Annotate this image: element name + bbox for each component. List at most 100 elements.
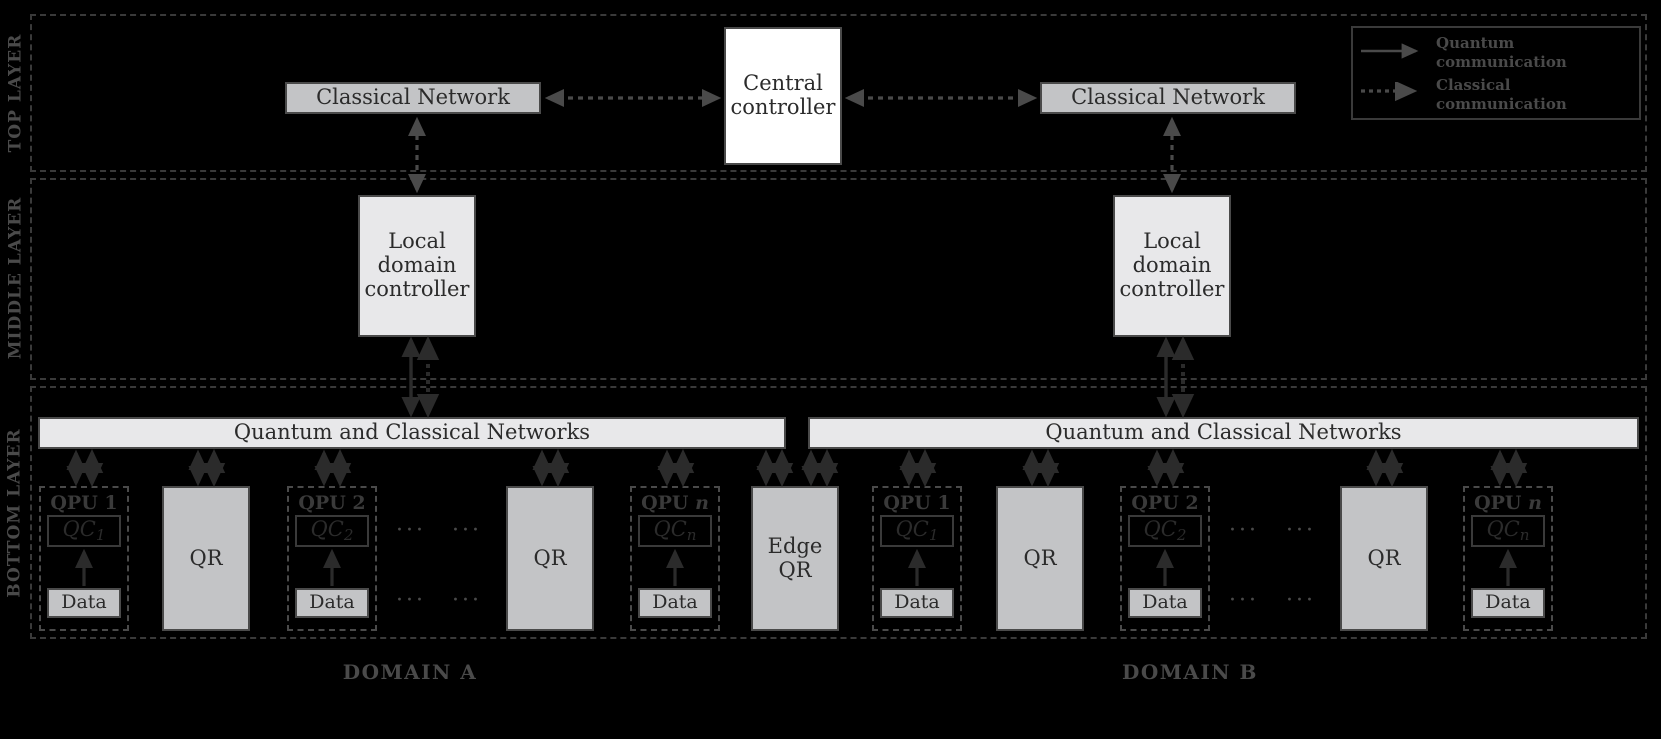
qr-box[interactable]: QR	[1340, 486, 1428, 631]
qr-box[interactable]: QR	[996, 486, 1084, 631]
network-bar-right[interactable]: Quantum and Classical Networks	[808, 417, 1639, 449]
ellipsis-lower: ···	[396, 588, 426, 613]
qc-box[interactable]: QC2	[1128, 515, 1202, 547]
qc-label: QCn	[653, 517, 697, 544]
qc-label: QC1	[63, 517, 106, 544]
ldc-left-line2: domain	[377, 253, 457, 278]
qc-label-text: QC	[1143, 517, 1177, 541]
qpu-title-index: 2	[352, 492, 366, 514]
qc-sub: 1	[95, 525, 106, 544]
data-box[interactable]: Data	[295, 588, 369, 618]
ldc-right-line1: Local	[1143, 229, 1201, 254]
qc-box[interactable]: QC2	[295, 515, 369, 547]
edge-qr-box[interactable]: Edge QR	[751, 486, 839, 631]
classical-network-left-box[interactable]: Classical Network	[285, 82, 541, 114]
data-label: Data	[61, 591, 107, 614]
data-box[interactable]: Data	[47, 588, 121, 618]
data-box[interactable]: Data	[880, 588, 954, 618]
layer-label-bottom-text: BOTTOM LAYER	[5, 427, 25, 598]
data-label: Data	[1485, 591, 1531, 614]
ellipsis-text: ···	[452, 588, 482, 613]
ellipsis-upper: ···	[396, 518, 426, 543]
qpu-title: QPU 2	[1122, 492, 1208, 514]
qpu-box[interactable]: QPU 2	[287, 486, 377, 631]
legend-row-quantum: Quantum communication	[1360, 34, 1635, 72]
ldc-left-line1: Local	[388, 229, 446, 254]
ellipsis-upper: ···	[452, 518, 482, 543]
qc-label-text: QC	[1486, 517, 1520, 541]
qc-sub: 1	[928, 525, 939, 544]
qr-label: QR	[1023, 545, 1057, 570]
qc-box[interactable]: QC1	[880, 515, 954, 547]
layer-label-top: TOP LAYER	[0, 33, 30, 152]
qc-label: QCn	[1486, 517, 1530, 544]
qpu-title-index: 1	[104, 492, 118, 514]
classical-network-right-label: Classical Network	[1071, 85, 1265, 110]
legend-classical-line2: communication	[1436, 94, 1567, 113]
qpu-title: QPU n	[1465, 492, 1551, 514]
ellipsis-text: ···	[1286, 518, 1316, 543]
qr-label: QR	[533, 545, 567, 570]
qc-box[interactable]: QC1	[47, 515, 121, 547]
qc-sub: n	[1519, 525, 1530, 544]
ldc-right-line2: domain	[1132, 253, 1212, 278]
qc-label: QC1	[896, 517, 939, 544]
ldc-right-line3: controller	[1119, 276, 1225, 301]
qpu-box[interactable]: QPU n	[1463, 486, 1553, 631]
layer-label-middle-text: MIDDLE LAYER	[5, 196, 26, 359]
qc-sub: 2	[343, 525, 354, 544]
qpu-box[interactable]: QPU 1	[39, 486, 129, 631]
middle-layer-frame	[30, 178, 1647, 380]
qpu-title: QPU 1	[41, 492, 127, 514]
bottom-layer-frame	[30, 386, 1647, 639]
data-label: Data	[1142, 591, 1188, 614]
qpu-title-index: n	[1528, 492, 1542, 514]
layer-label-bottom: BOTTOM LAYER	[0, 400, 30, 625]
data-box[interactable]: Data	[1128, 588, 1202, 618]
data-label: Data	[309, 591, 355, 614]
qc-box[interactable]: QCn	[638, 515, 712, 547]
ellipsis-text: ···	[452, 518, 482, 543]
data-box[interactable]: Data	[638, 588, 712, 618]
qr-box[interactable]: QR	[162, 486, 250, 631]
data-label: Data	[652, 591, 698, 614]
legend-row-classical: Classical communication	[1360, 76, 1635, 114]
qpu-box[interactable]: QPU n	[630, 486, 720, 631]
edge-qr-line2: QR	[778, 557, 812, 582]
qr-box[interactable]: QR	[506, 486, 594, 631]
classical-network-right-box[interactable]: Classical Network	[1040, 82, 1296, 114]
qpu-title-prefix: QPU	[1474, 492, 1522, 514]
network-bar-right-label: Quantum and Classical Networks	[1045, 420, 1402, 445]
edge-qr-line1: Edge	[767, 533, 823, 558]
legend-box	[1351, 26, 1641, 120]
ellipsis-text: ···	[1286, 588, 1316, 613]
local-domain-controller-left-box[interactable]: Local domain controller	[358, 195, 476, 337]
central-controller-box[interactable]: Central controller	[724, 27, 842, 165]
local-domain-controller-right-box[interactable]: Local domain controller	[1113, 195, 1231, 337]
central-controller-line2: controller	[730, 95, 836, 119]
network-bar-left-label: Quantum and Classical Networks	[233, 420, 591, 445]
domain-a-label: DOMAIN A	[260, 660, 560, 684]
qc-sub: n	[686, 525, 697, 544]
central-controller-line1: Central	[743, 71, 823, 96]
layer-label-middle: MIDDLE LAYER	[0, 190, 30, 365]
top-layer-frame	[30, 14, 1647, 172]
ellipsis-upper: ···	[1229, 518, 1259, 543]
qpu-box[interactable]: QPU 1	[872, 486, 962, 631]
legend-quantum-line2: communication	[1436, 52, 1567, 71]
ellipsis-lower: ···	[452, 588, 482, 613]
network-bar-left[interactable]: Quantum and Classical Networks	[38, 417, 786, 449]
qc-box[interactable]: QCn	[1471, 515, 1545, 547]
qc-label-text: QC	[653, 517, 687, 541]
legend-quantum-text: Quantum communication	[1436, 34, 1567, 72]
ellipsis-text: ···	[1229, 518, 1259, 543]
data-label: Data	[894, 591, 940, 614]
qpu-box[interactable]: QPU 2	[1120, 486, 1210, 631]
legend-classical-line1: Classical	[1436, 76, 1511, 94]
qpu-title-prefix: QPU	[50, 492, 98, 514]
ellipsis-lower: ···	[1229, 588, 1259, 613]
data-box[interactable]: Data	[1471, 588, 1545, 618]
qpu-title-index: 1	[937, 492, 951, 514]
domain-a-label-text: DOMAIN A	[342, 660, 478, 684]
